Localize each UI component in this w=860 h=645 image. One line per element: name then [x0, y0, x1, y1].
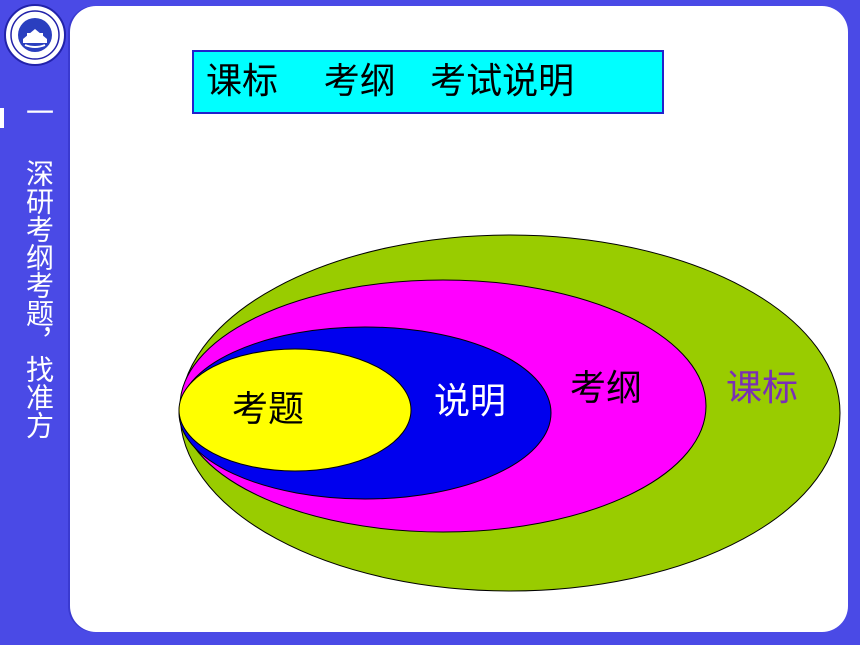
sidebar-vertical-title: 一 深研考纲考题，找准方	[22, 98, 55, 439]
set-label-kaogang: 考纲	[570, 368, 642, 409]
slide-title: 课标 考纲 考试说明	[192, 50, 664, 114]
set-ellipse-kaoti	[178, 348, 412, 472]
left-sidebar: 一 深研考纲考题，找准方	[0, 0, 72, 645]
school-emblem-icon	[4, 4, 66, 66]
edge-marker	[0, 108, 4, 128]
set-label-shuoming: 说明	[434, 381, 506, 422]
set-label-kebiao: 课标	[726, 368, 798, 409]
set-label-kaoti: 考题	[232, 389, 304, 430]
